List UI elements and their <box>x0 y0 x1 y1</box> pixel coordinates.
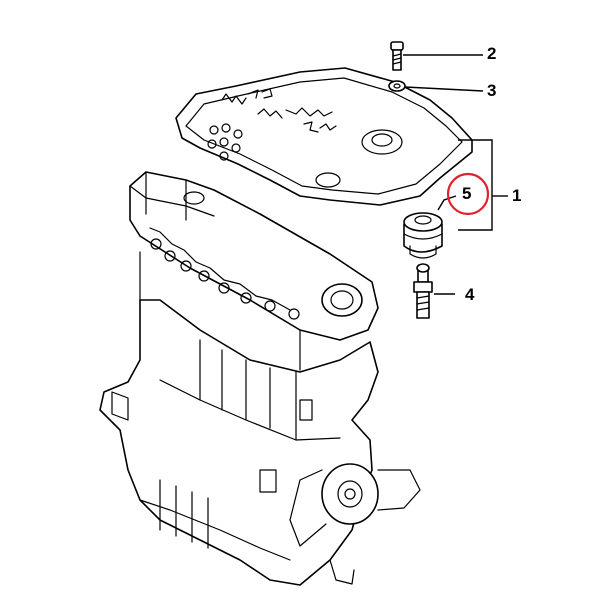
engine-block <box>99 171 421 586</box>
highlight-circle <box>446 172 490 216</box>
callout-5: 5 <box>462 184 472 203</box>
engine-cover <box>175 67 473 206</box>
leader-lines <box>403 54 508 295</box>
callout-1: 1 <box>512 186 522 205</box>
stud <box>413 263 433 319</box>
callout-3: 3 <box>487 81 497 100</box>
callout-2: 2 <box>487 44 497 63</box>
cover-lettering-logo <box>221 88 337 133</box>
washer <box>388 80 406 92</box>
callout-4: 4 <box>465 285 475 304</box>
rubber-mount <box>403 212 443 259</box>
bolt <box>390 41 404 71</box>
cover-holes <box>207 123 243 161</box>
